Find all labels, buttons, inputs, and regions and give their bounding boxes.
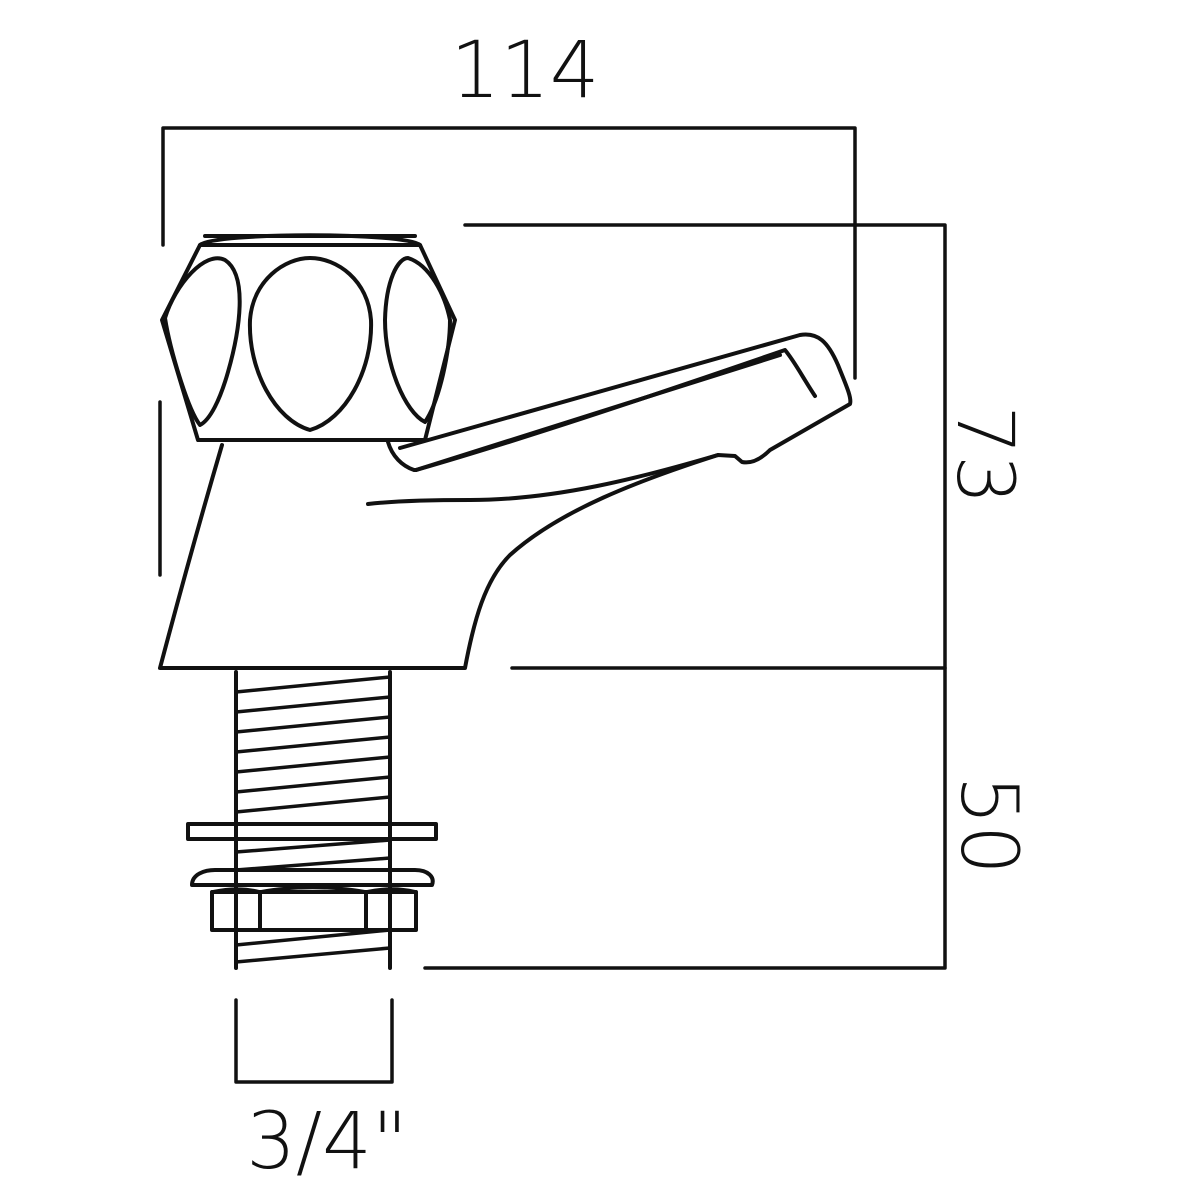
tap-body [158, 440, 720, 670]
body-collar [386, 440, 418, 472]
spout-outline [366, 332, 853, 506]
spout-inner-line [414, 348, 817, 472]
width-dimension-label: 114 [451, 26, 600, 116]
back-nut-hex [210, 890, 418, 932]
body-height-dimension-label: 73 [939, 405, 1029, 504]
shank-length-dimension: 50 [423, 666, 1033, 970]
tap-spout [366, 332, 853, 506]
body-height-dimension-line [463, 223, 947, 670]
washer [186, 822, 438, 841]
back-nut-chamfer [210, 885, 418, 894]
back-nut [190, 868, 435, 932]
body-height-dimension: 73 [463, 223, 1029, 670]
shank-length-dimension-line [423, 666, 947, 970]
thread-size-dimension: 3/4" [234, 998, 408, 1187]
shank-thread-lines [234, 675, 392, 964]
tap-handle [160, 233, 457, 442]
thread-size-dimension-label: 3/4" [246, 1097, 407, 1187]
handle-top-cap [198, 233, 422, 247]
back-nut-flange [190, 868, 435, 887]
width-dimension: 114 [161, 26, 857, 380]
width-dimension-line [161, 126, 857, 380]
body-outline [158, 443, 720, 670]
shank-length-dimension-label: 50 [943, 775, 1033, 874]
thread-size-dimension-line [234, 998, 394, 1084]
threaded-shank [234, 670, 392, 970]
handle-lobe-left [163, 256, 242, 427]
handle-lobe-right [383, 256, 452, 424]
handle-lobe-center [247, 256, 374, 432]
